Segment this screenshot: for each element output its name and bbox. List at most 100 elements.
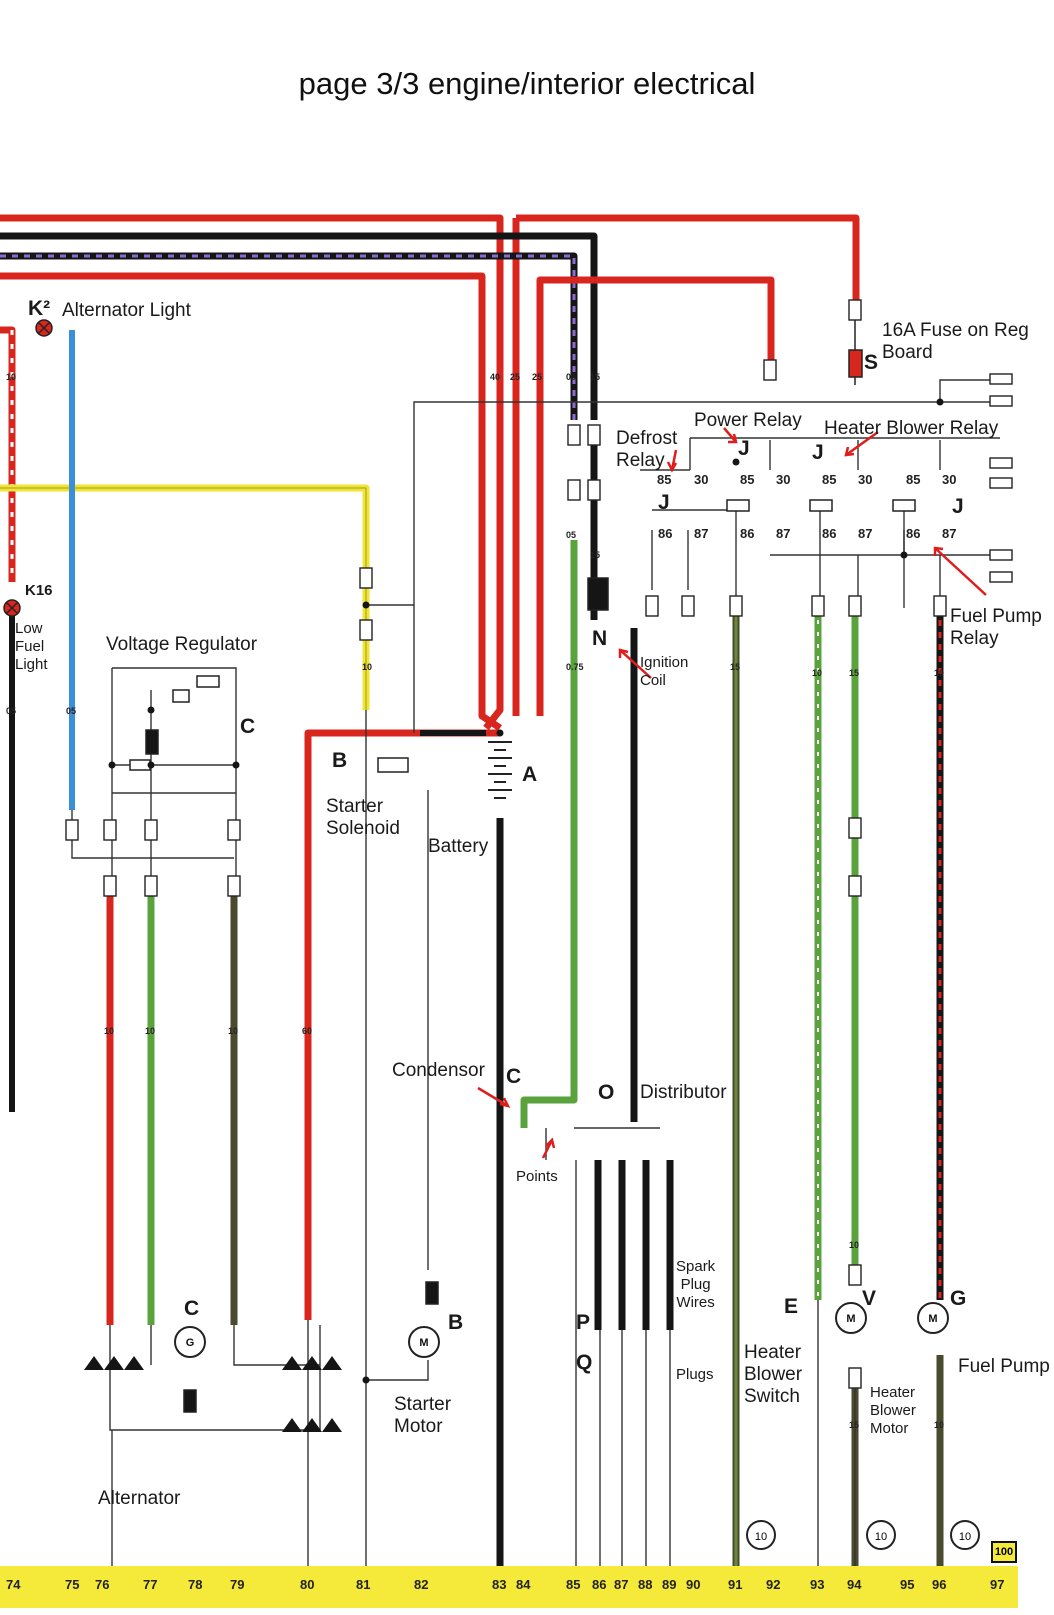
label-q: Q: [576, 1351, 593, 1374]
column-number: 96: [932, 1577, 947, 1592]
terminal-label: 86: [658, 526, 673, 541]
wire-gauge: 10: [145, 1026, 156, 1036]
column-number: 76: [95, 1577, 110, 1592]
column-number: 83: [492, 1577, 507, 1592]
fuse-16a-body: [848, 349, 863, 378]
column-number: 95: [900, 1577, 915, 1592]
ground-ref-circle: 10: [950, 1520, 980, 1550]
column-number: 82: [414, 1577, 429, 1592]
label-power-relay: Power Relay: [694, 410, 802, 431]
wire-gauge: 10: [934, 668, 945, 678]
relay-symbols: [129, 349, 916, 1413]
terminal-label: 86: [822, 526, 837, 541]
wire-gauge: 05: [566, 530, 577, 540]
column-number: 89: [662, 1577, 677, 1592]
label-voltage-regulator: Voltage Regulator: [106, 634, 258, 655]
wire-gauge: 10: [228, 1026, 239, 1036]
wire-gauge: 10: [849, 1240, 860, 1250]
motors: [174, 1302, 949, 1358]
terminal-label: 30: [858, 472, 873, 487]
wire-gauge: 15: [849, 668, 860, 678]
column-number: 94: [847, 1577, 862, 1592]
column-number: 86: [592, 1577, 607, 1592]
label-fuel-pump: Fuel Pump: [958, 1356, 1050, 1377]
page-box: 100: [991, 1541, 1017, 1563]
column-number: 93: [810, 1577, 825, 1592]
label-c-alternator: C: [184, 1297, 200, 1320]
column-number: 91: [728, 1577, 743, 1592]
label-b-solenoid: B: [332, 749, 348, 772]
label-spark-plug-wires: Spark Plug Wires: [676, 1258, 716, 1311]
column-number: 87: [614, 1577, 629, 1592]
wire-red-white-left: [0, 326, 16, 582]
label-distributor: Distributor: [640, 1082, 727, 1103]
starter-motor-symbol: [408, 1326, 440, 1358]
wire-red-2: [0, 272, 502, 731]
wire-red-power-relay: [536, 276, 775, 716]
terminal-label: 85: [740, 472, 755, 487]
wire-gauge: 40: [490, 372, 501, 382]
label-j17: J: [952, 495, 964, 518]
label-defrost-relay: Defrost Relay: [616, 428, 678, 471]
thin-wires: [71, 379, 1000, 1585]
page-title: page 3/3 engine/interior electrical: [298, 66, 756, 101]
label-heater-blower-motor: Heater Blower Motor: [870, 1384, 916, 1437]
wire-gauge: 25: [510, 372, 521, 382]
wire-green-coil: [520, 540, 578, 1128]
label-j9: J: [658, 491, 670, 514]
terminal-label: 30: [776, 472, 791, 487]
label-e16: E: [784, 1295, 799, 1318]
terminal-label: 86: [740, 526, 755, 541]
label-c2: C: [240, 715, 256, 738]
label-k16: K16: [25, 582, 53, 599]
terminal-label: 85: [906, 472, 921, 487]
terminal-label: 85: [657, 472, 672, 487]
svg-text:M: M: [419, 1337, 428, 1349]
coil-body: [587, 577, 609, 611]
column-number: 81: [356, 1577, 371, 1592]
label-alternator-light: Alternator Light: [62, 300, 191, 321]
label-s13: S: [864, 351, 879, 374]
label-condensor: Condensor: [392, 1060, 485, 1081]
wire-red-main: [0, 214, 504, 731]
wire-red-fuse: [512, 214, 860, 716]
wire-gauge: 15: [590, 550, 601, 560]
label-v4: V: [862, 1287, 877, 1310]
svg-text:M: M: [928, 1313, 937, 1325]
column-number: 80: [300, 1577, 315, 1592]
battery-symbol: [488, 741, 512, 799]
terminal-label: 30: [942, 472, 957, 487]
label-starter-solenoid: Starter Solenoid: [326, 796, 400, 839]
column-number: 84: [516, 1577, 531, 1592]
label-k2: K²: [28, 297, 51, 320]
column-number: 90: [686, 1577, 701, 1592]
wire-yellow: [0, 484, 370, 710]
column-number: 79: [230, 1577, 245, 1592]
label-o: O: [598, 1081, 615, 1104]
generator-symbol: [174, 1326, 206, 1358]
wire-gauge: 10: [104, 1026, 115, 1036]
label-g6: G: [950, 1287, 967, 1310]
svg-text:G: G: [186, 1337, 195, 1349]
wire-gauge: 25: [532, 372, 543, 382]
lamps: [3, 319, 53, 617]
wire-gauge: 0.75: [566, 662, 584, 672]
label-b-motor: B: [448, 1311, 464, 1334]
wire-gauge: 15: [849, 1420, 860, 1430]
column-number: 74: [6, 1577, 21, 1592]
wire-gauge: 10: [362, 662, 373, 672]
label-a: A: [522, 763, 538, 786]
connectors: [65, 299, 1013, 1389]
ground-bus-bar: [0, 1566, 1018, 1608]
column-number: 85: [566, 1577, 581, 1592]
label-p: P: [576, 1311, 591, 1334]
wire-gauge: 15: [590, 372, 601, 382]
column-number: 92: [766, 1577, 781, 1592]
label-alternator: Alternator: [98, 1488, 181, 1509]
fuel-pump-motor-symbol: [917, 1302, 949, 1334]
wire-gauge: 10: [934, 1420, 945, 1430]
blower-motor-symbol: [835, 1302, 867, 1334]
wire-black-main: [0, 232, 598, 420]
column-number: 78: [188, 1577, 203, 1592]
column-number: 77: [143, 1577, 158, 1592]
